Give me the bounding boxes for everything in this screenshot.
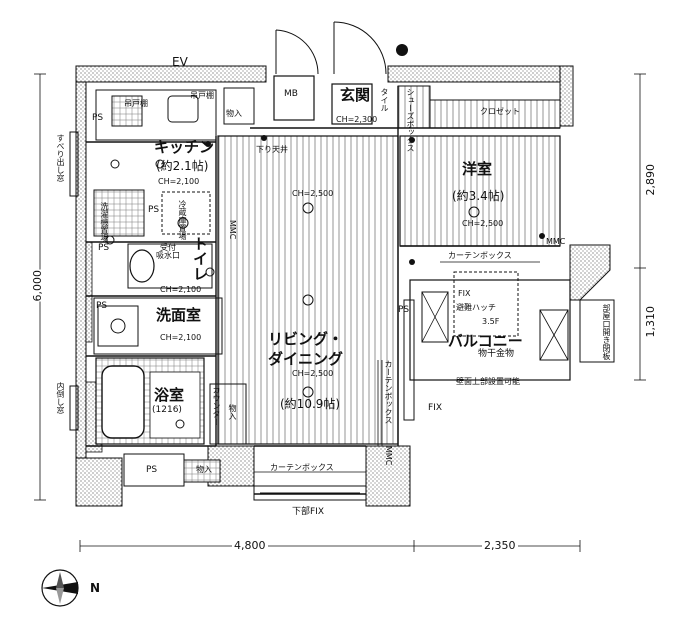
dimension-width-left: 4,800 (232, 539, 268, 552)
shoe-box-label: シューズボックス (406, 88, 415, 152)
counter-label: カウンター (212, 386, 221, 426)
western-label: 洋室 (462, 160, 493, 178)
counter-storage-label: 物入 (228, 404, 237, 420)
hatch-fix-label: FIX (458, 289, 471, 298)
bottom-storage-label: 物入 (196, 465, 212, 474)
entrance-label: 玄関 (340, 86, 371, 104)
kitchen-storage-label: 物入 (226, 109, 242, 118)
bath-size: (1216) (152, 405, 182, 415)
entrance-doors (275, 21, 387, 75)
western-size: (約3.4帖) (452, 189, 505, 203)
lower-fix-label: 下部FIX (292, 507, 324, 517)
wc-base-label: 受付 (160, 243, 176, 252)
hatch-label: 避難ハッチ (456, 303, 496, 312)
mmc-r-label: MMC (384, 446, 393, 466)
ps-washroom-label: PS (96, 301, 108, 311)
toilet-ch: CH=2,100 (160, 285, 202, 294)
ldk-size: (約10.9帖) (280, 397, 341, 411)
fridge-label: 冷蔵庫置場 (178, 200, 187, 240)
ldk-ch-top: CH=2,500 (292, 189, 334, 198)
kitchen-ch: CH=2,100 (158, 177, 200, 186)
curtain-box-w-label: カーテンボックス (448, 251, 512, 260)
mmc-l-label: MMC (228, 220, 237, 240)
curtain-box-v-label: カーテンボックス (384, 360, 393, 424)
balcony-area (409, 279, 571, 381)
balcony-sub: 物干金物 (478, 349, 515, 359)
inner-door-label: 内倒し窓 (56, 382, 65, 414)
ps-toilet-label: PS (98, 243, 110, 253)
partitions (86, 86, 560, 495)
ps-laundry-label: PS (148, 205, 160, 215)
drying-rack-label: 壁面上部設置可能 (456, 377, 520, 386)
kitchen-label: キッチン (154, 138, 215, 156)
entrance-area (331, 83, 373, 125)
slide-door-label: すべり出し窓 (56, 134, 65, 182)
dimension-height-lower: 1,310 (644, 306, 657, 338)
western-ch: CH=2,500 (462, 219, 504, 228)
bath-label: 浴室 (154, 386, 185, 404)
laundry-space (93, 189, 145, 237)
balcony-label: バルコニー (448, 332, 523, 350)
stove (111, 95, 143, 127)
washroom-label: 洗面室 (156, 306, 202, 324)
bathtub (101, 365, 145, 439)
closet-area (429, 99, 561, 129)
washbasin (97, 305, 139, 347)
toilet-room (127, 243, 213, 289)
windows (69, 131, 415, 501)
washroom-ch: CH=2,100 (160, 333, 202, 342)
ceiling-lights (105, 159, 480, 429)
dimension-width-right: 2,350 (482, 539, 518, 552)
hatch-box (453, 271, 519, 337)
kitchen-size: (約2.1帖) (156, 159, 209, 173)
dimension-height-upper: 2,890 (644, 164, 657, 196)
hanger-label: 吊戸棚 (124, 99, 148, 108)
washroom-room (93, 297, 223, 355)
bottom-storage (183, 459, 221, 483)
kitchen-storage (223, 87, 255, 125)
ps-balcony-label: PS (398, 305, 410, 315)
laundry-label: 洗濯機置場 (100, 202, 109, 242)
drop-ceiling-label: 下り天井 (256, 145, 288, 154)
kitchen-counter (95, 89, 217, 141)
fix-label: FIX (428, 403, 442, 413)
hatch-code-label: 3.5F (482, 317, 500, 326)
compass-icon (41, 569, 79, 607)
counter-storage (209, 383, 247, 445)
curtain-box-b-label: カーテンボックス (270, 463, 334, 472)
kitchen-sink (167, 95, 199, 123)
ldk-label: リビング・ ダイニング (268, 330, 344, 368)
mb-box (273, 75, 315, 121)
ps-bottom-label: PS (146, 465, 158, 475)
wc-paper-label: 吸水口 (156, 251, 180, 260)
hatch-room-label: 部屋口開き閉板 (602, 304, 611, 360)
mmc-w-label: MMC (546, 237, 566, 246)
hatch-room-box (579, 299, 615, 363)
toilet-label: トイレ (191, 236, 209, 281)
outer-walls (75, 65, 574, 507)
shelf-label: 吊戸棚 (190, 91, 214, 100)
ps-kitchen-label: PS (92, 113, 104, 123)
compass-north-label: N (90, 581, 101, 595)
entrance-ch: CH=2,300 (336, 115, 378, 124)
right-column (569, 244, 611, 301)
toilet-bowl (129, 249, 155, 283)
tile-label: タイル (380, 88, 389, 112)
ev-label: EV (172, 55, 188, 69)
dimension-height-total: 6,000 (31, 270, 44, 302)
mb-label: MB (284, 89, 298, 99)
ldk-floor (217, 135, 399, 445)
closet-label: クロゼット (480, 107, 520, 116)
ldk-ch: CH=2,500 (292, 369, 334, 378)
western-floor (399, 135, 561, 247)
